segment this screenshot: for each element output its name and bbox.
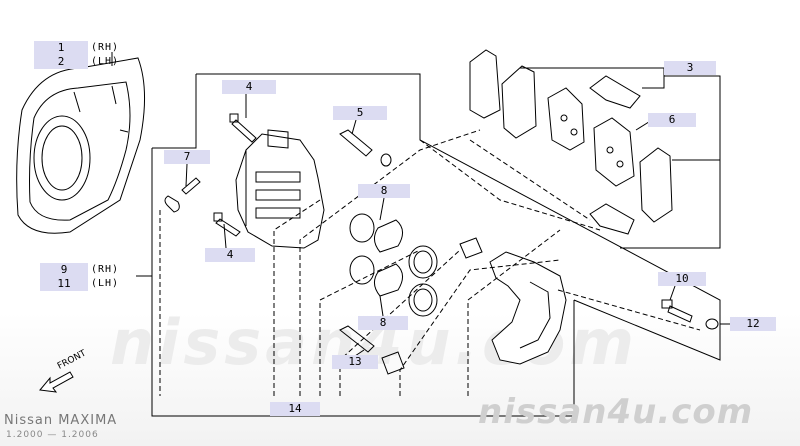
callout-1-qualifier: (RH) [91, 42, 120, 53]
model-years: 1.2000 — 1.2006 [6, 430, 99, 440]
slide-pin-lower [339, 325, 405, 375]
baffle-plate [16, 57, 145, 234]
bolt-upper [229, 113, 257, 143]
pad-shim-2 [501, 65, 537, 139]
callout-6: 6 [648, 113, 696, 127]
brake-pad-inner [547, 87, 585, 151]
callout-1: 1 [34, 41, 88, 55]
callout-13: 13 [332, 355, 378, 369]
brake-pad-outer [593, 117, 635, 187]
callout-11: 11 [40, 277, 88, 291]
callout-4-upper: 4 [222, 80, 276, 94]
callout-2-qualifier: (LH) [91, 56, 120, 67]
callout-12: 12 [730, 317, 776, 331]
torque-member [489, 251, 567, 365]
pad-clip-lower [589, 203, 635, 235]
callout-8-lower: 8 [358, 316, 408, 330]
bolt-lower [213, 212, 241, 237]
front-arrow-icon [39, 371, 74, 393]
callout-2: 2 [34, 55, 88, 69]
callout-10: 10 [658, 272, 706, 286]
callout-8-upper: 8 [358, 184, 410, 198]
bushing [459, 237, 483, 259]
slide-pin-upper [339, 129, 392, 167]
callout-7: 7 [164, 150, 210, 164]
caliper-body [235, 129, 325, 249]
pad-clip-upper [589, 75, 641, 109]
callout-9-qualifier: (RH) [91, 264, 120, 275]
callout-14: 14 [270, 402, 320, 416]
watermark-small: nissan4u.com [478, 392, 754, 432]
callout-4-lower: 4 [205, 248, 255, 262]
bleeder-valve [164, 177, 201, 213]
washer-12 [705, 318, 719, 330]
callout-11-qualifier: (LH) [91, 278, 120, 289]
leader-lines [111, 52, 730, 417]
bolt-10 [661, 299, 693, 323]
pad-shim-outer [469, 49, 501, 119]
callout-9: 9 [40, 263, 88, 277]
callout-5: 5 [333, 106, 387, 120]
pad-shim-inner [639, 147, 673, 223]
callout-3: 3 [664, 61, 716, 75]
model-name: Nissan MAXIMA [4, 413, 118, 428]
piston-seal-set [349, 213, 438, 317]
